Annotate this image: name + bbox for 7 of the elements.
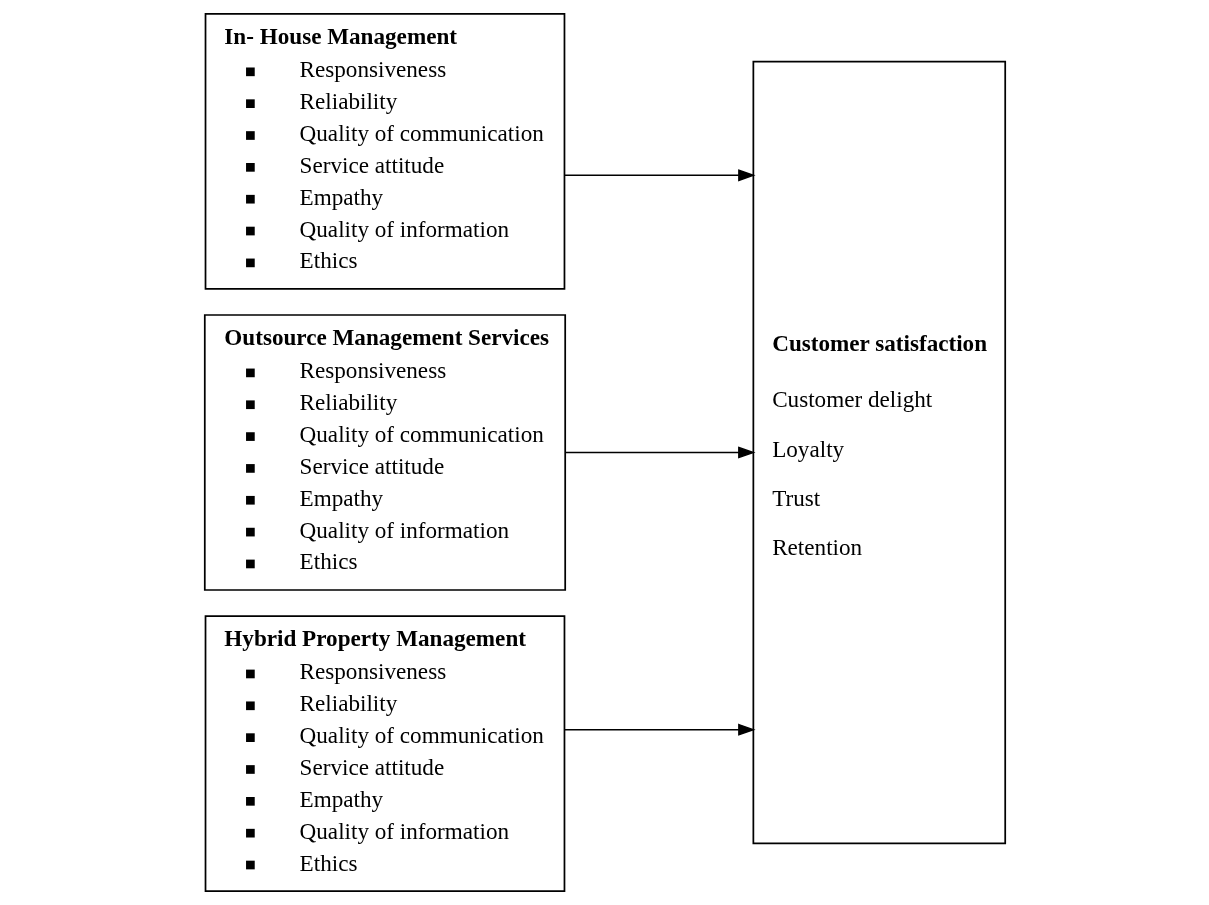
arrow <box>564 446 755 459</box>
node-box: In- House Management Responsiveness Reliability Quality of communication Service attitude Empathy Quality of information Ethics <box>204 13 565 290</box>
arrow <box>563 723 756 736</box>
node-box: Outsource Management Services Responsiveness Reliability Quality of communication Service attitude Empathy Quality of information Ethics <box>203 314 566 591</box>
node-box: Customer satisfaction Customer delight Loyalty Trust Retention <box>752 60 1006 845</box>
node-box: Hybrid Property Management Responsiveness Reliability Quality of communication Service attitude Empathy Quality of information Ethics <box>204 615 565 892</box>
arrow <box>563 169 756 182</box>
